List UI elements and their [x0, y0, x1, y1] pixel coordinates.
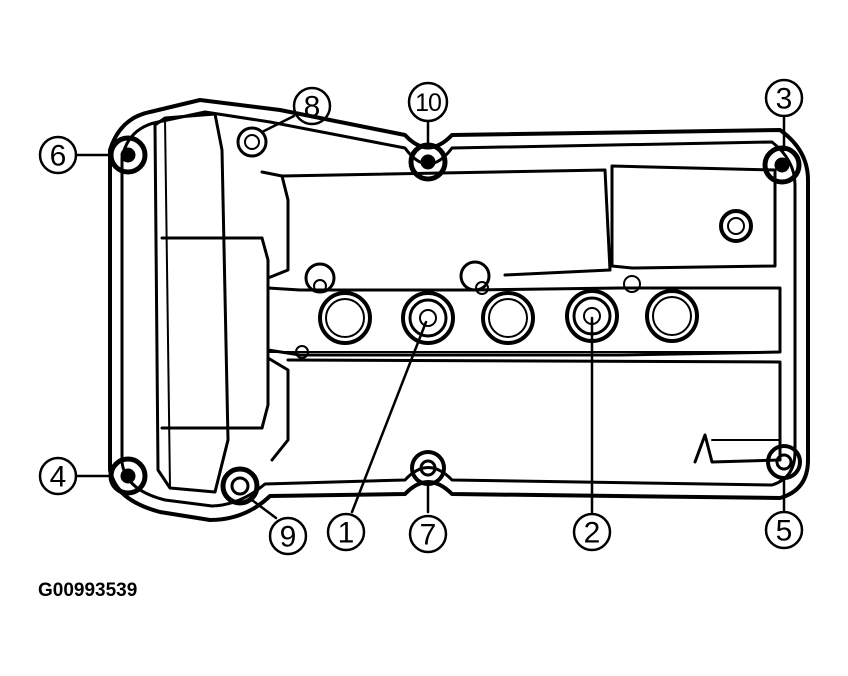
callout-label-1: 1: [338, 517, 355, 550]
plug-hole-2: [401, 291, 455, 345]
callout-label-5: 5: [776, 515, 793, 548]
figure-id: G00993539: [38, 580, 138, 601]
bolt-3: [762, 145, 802, 185]
callout-label-8: 8: [304, 91, 321, 124]
plug-hole-1: [318, 291, 372, 345]
callout-circle-9: [268, 516, 308, 556]
top-right-plug: [719, 209, 753, 243]
cover-outer-outline: [108, 98, 810, 522]
channel-boss-right: [623, 275, 641, 293]
callout-label-10: 10: [415, 89, 441, 117]
leader-1: [350, 320, 428, 514]
plug-channel: [266, 286, 782, 357]
callout-circle-6: [38, 135, 78, 175]
callout-label-2: 2: [584, 517, 601, 550]
bottom-left-compartment: [266, 356, 290, 462]
top-right-compartment: [610, 164, 777, 270]
top-left-compartment: [260, 170, 290, 280]
channel-boss-mid: [459, 260, 491, 292]
callout-label-7: 7: [420, 519, 437, 552]
channel-boss-left: [304, 262, 336, 294]
callout-circle-2: [572, 512, 612, 552]
callout-circle-5: [764, 510, 804, 550]
callout-circle-1: [326, 512, 366, 552]
bottom-right-compartment: [286, 358, 782, 464]
channel-boss-low: [295, 345, 309, 359]
bolt-9: [220, 466, 260, 506]
callout-circle-3: [764, 78, 804, 118]
left-housing: [153, 112, 230, 494]
callout-circle-7: [408, 514, 448, 554]
callout-label-3: 3: [776, 83, 793, 116]
bolt-4: [108, 456, 148, 496]
callout-circle-8: [292, 86, 332, 126]
callout-circle-4: [38, 456, 78, 496]
plug-hole-3: [481, 291, 535, 345]
callout-label-9: 9: [280, 521, 297, 554]
callout-circle-10: [407, 81, 449, 123]
leader-9: [250, 498, 278, 520]
bolt-8: [236, 126, 268, 158]
callout-label-4: 4: [50, 461, 67, 494]
leader-8: [260, 114, 296, 134]
plug-hole-5: [645, 289, 699, 343]
callout-label-6: 6: [50, 140, 67, 173]
